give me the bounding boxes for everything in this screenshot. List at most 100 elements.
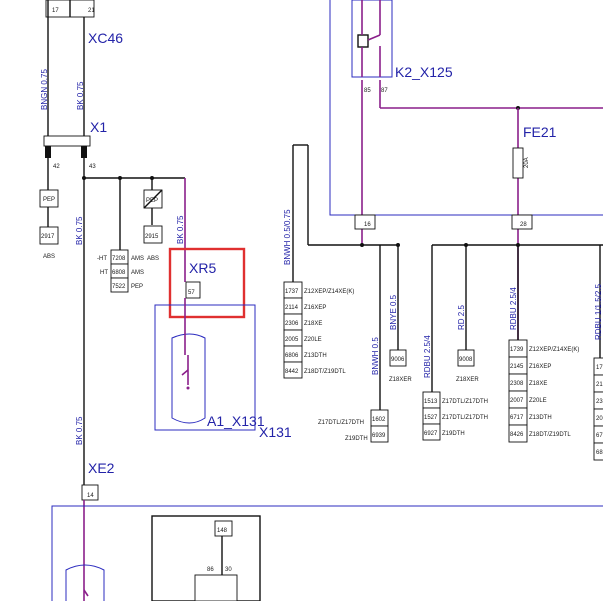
svg-text:9006: 9006 (391, 357, 405, 363)
svg-text:Z17DTL/Z17DTH: Z17DTL/Z17DTH (442, 415, 488, 421)
lower-module-frame (51, 505, 603, 601)
wire-label-bk-lower: BK 0.75 (75, 416, 84, 445)
x1-pin-43: 43 (89, 164, 96, 170)
svg-text:Z18XER: Z18XER (456, 377, 479, 383)
svg-text:PEP: PEP (131, 284, 143, 290)
svg-text:86: 86 (207, 567, 214, 573)
svg-text:67: 67 (596, 433, 603, 439)
code-table-4: 1739 2145 2308 2007 6717 8426 Z12XEP/Z14… (508, 339, 579, 443)
wire-label-bnwh2: BNWH 0.5 (371, 337, 380, 375)
svg-text:-HT: -HT (97, 256, 107, 262)
svg-text:Z13DTH: Z13DTH (304, 353, 327, 359)
svg-text:57: 57 (188, 290, 195, 296)
code-table-5: 17 21 23 20 67 68 (593, 357, 603, 461)
svg-text:Z12XEP/Z14XE(K): Z12XEP/Z14XE(K) (529, 347, 579, 353)
svg-text:23: 23 (596, 399, 603, 405)
svg-text:2007: 2007 (510, 398, 524, 404)
svg-text:X131: X131 (259, 424, 292, 440)
svg-text:148: 148 (217, 528, 228, 534)
code-9006: 9006 Z18XER (389, 349, 412, 383)
svg-text:Z18XER: Z18XER (389, 377, 412, 383)
fuse-fe21: FE21 20A (512, 124, 557, 179)
wire-label-rdbu: RDBU 2.5/4 (423, 335, 432, 378)
wire-label-bnwh: BNWH 0.5/0.75 (283, 209, 292, 265)
wire-label-bngn: BNGN 0.75 (40, 69, 49, 110)
svg-text:21: 21 (596, 382, 603, 388)
svg-text:Z12XEP/Z14XE(K): Z12XEP/Z14XE(K) (304, 289, 354, 295)
top-pin-21: 21 (88, 8, 95, 14)
wire-label-rdbu3: RDBU 1/1.5/2.5 (594, 283, 603, 340)
svg-text:1739: 1739 (510, 347, 524, 353)
connector-xe2: XE2 14 (81, 460, 115, 501)
svg-text:2308: 2308 (510, 381, 524, 387)
svg-text:HT: HT (100, 270, 108, 276)
highlight-box (168, 247, 246, 319)
splice-28: 28 (520, 222, 527, 228)
svg-text:PEP: PEP (146, 198, 158, 204)
svg-text:Z18DT/Z19DTL: Z18DT/Z19DTL (529, 432, 571, 438)
svg-text:Z19DTH: Z19DTH (345, 436, 368, 442)
svg-text:2114: 2114 (285, 305, 299, 311)
svg-text:20A: 20A (524, 157, 530, 168)
svg-text:14: 14 (87, 493, 94, 499)
svg-text:9008: 9008 (459, 357, 473, 363)
wire-label-rdbu2: RDBU 2.5/4 (509, 287, 518, 330)
svg-text:Z17DTL/Z17DTH: Z17DTL/Z17DTH (442, 399, 488, 405)
box-pep-left: PEP 2917 ABS (39, 189, 59, 260)
svg-text:6806: 6806 (285, 353, 299, 359)
svg-text:8426: 8426 (510, 432, 524, 438)
wire-label-bk-xr5: BK 0.75 (176, 215, 185, 244)
connector-xr5: XR5 57 (185, 260, 216, 299)
svg-text:85: 85 (364, 88, 371, 94)
svg-text:2005: 2005 (285, 337, 299, 343)
top-pin-17: 17 (52, 8, 59, 14)
wire-label-bk-upper: BK 0.75 (76, 81, 85, 110)
svg-text:Z13DTH: Z13DTH (529, 415, 552, 421)
svg-text:1513: 1513 (424, 399, 438, 405)
svg-text:2306: 2306 (285, 321, 299, 327)
svg-text:8442: 8442 (285, 369, 299, 375)
svg-text:20: 20 (596, 416, 603, 422)
code-9008: 9008 Z18XER (456, 349, 479, 383)
svg-text:1602: 1602 (372, 417, 386, 423)
svg-text:Z16XEP: Z16XEP (304, 305, 326, 311)
svg-text:1737: 1737 (285, 289, 299, 295)
wire-label-bnye: BNYE 0.5 (389, 294, 398, 330)
connector-x1-label: X1 (90, 119, 107, 135)
svg-text:FE21: FE21 (523, 124, 557, 140)
component-a1-x131: A1_X131 X131 (154, 304, 292, 440)
svg-text:17: 17 (596, 365, 603, 371)
code-table-3: 1513 1527 6927 Z17DTL/Z17DTH Z17DTL/Z17D… (422, 391, 488, 441)
svg-text:Z18XE: Z18XE (529, 381, 547, 387)
svg-text:A1_X131: A1_X131 (207, 413, 265, 429)
connector-top: 17 21 (45, 0, 95, 18)
svg-text:2145: 2145 (510, 364, 524, 370)
code-table-ht: -HT HT 7208 6808 7522 AMS AMS PEP ABS (97, 249, 159, 293)
svg-text:AMS: AMS (131, 256, 144, 262)
svg-text:AMS: AMS (131, 270, 144, 276)
box-148: 148 (214, 520, 233, 537)
svg-text:6939: 6939 (372, 433, 386, 439)
svg-text:Z18DT/Z19DTL: Z18DT/Z19DTL (304, 369, 346, 375)
svg-text:Z20LE: Z20LE (529, 398, 547, 404)
svg-text:PEP: PEP (43, 197, 55, 203)
svg-text:ABS: ABS (43, 254, 55, 260)
svg-text:68: 68 (596, 450, 603, 456)
svg-text:XR5: XR5 (189, 260, 216, 276)
svg-text:2917: 2917 (41, 234, 55, 240)
svg-text:2915: 2915 (145, 234, 159, 240)
svg-text:6808: 6808 (112, 270, 126, 276)
svg-text:30: 30 (225, 567, 232, 573)
box-pep-2915: PEP 2915 (143, 189, 163, 244)
wire-label-rd: RD 2.5 (457, 305, 466, 330)
code-table-2: 1602 6939 Z17DTL/Z17DTH Z19DTH (318, 409, 389, 443)
svg-text:Z19DTH: Z19DTH (442, 431, 465, 437)
connector-xc46-label: XC46 (88, 30, 123, 46)
connector-x1: X1 42 43 (43, 119, 107, 170)
svg-text:K2_X125: K2_X125 (395, 64, 453, 80)
relay-k2-x125: K2_X125 85 87 (351, 0, 453, 94)
x1-pin-42: 42 (53, 164, 60, 170)
splice-16: 16 (364, 222, 371, 228)
svg-text:6717: 6717 (510, 415, 524, 421)
